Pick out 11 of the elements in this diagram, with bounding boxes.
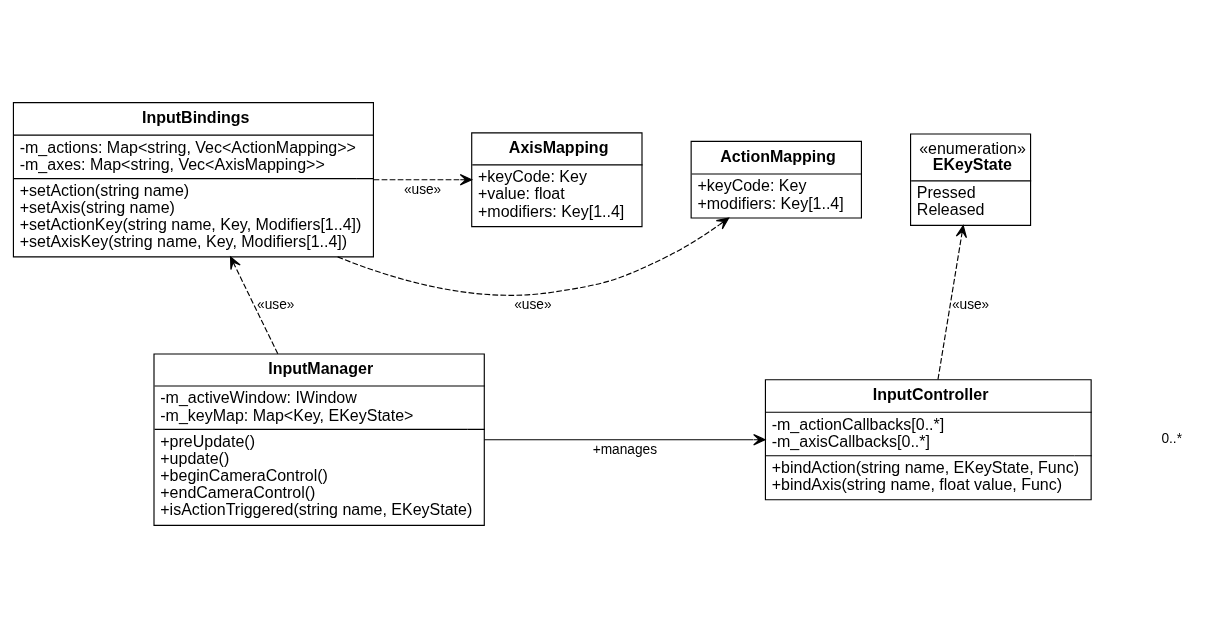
edge-label: «use»	[257, 296, 295, 312]
arrow	[483, 434, 766, 446]
edge-label: «use»	[951, 296, 990, 312]
edge-label: «use»	[514, 296, 552, 312]
arrow	[230, 256, 279, 355]
edge-label: +manages	[592, 442, 658, 458]
edge-label: «use»	[403, 182, 442, 198]
label: 0..*	[1161, 431, 1182, 447]
arrow	[337, 217, 730, 296]
arrow	[372, 174, 473, 186]
arrow	[937, 225, 968, 380]
